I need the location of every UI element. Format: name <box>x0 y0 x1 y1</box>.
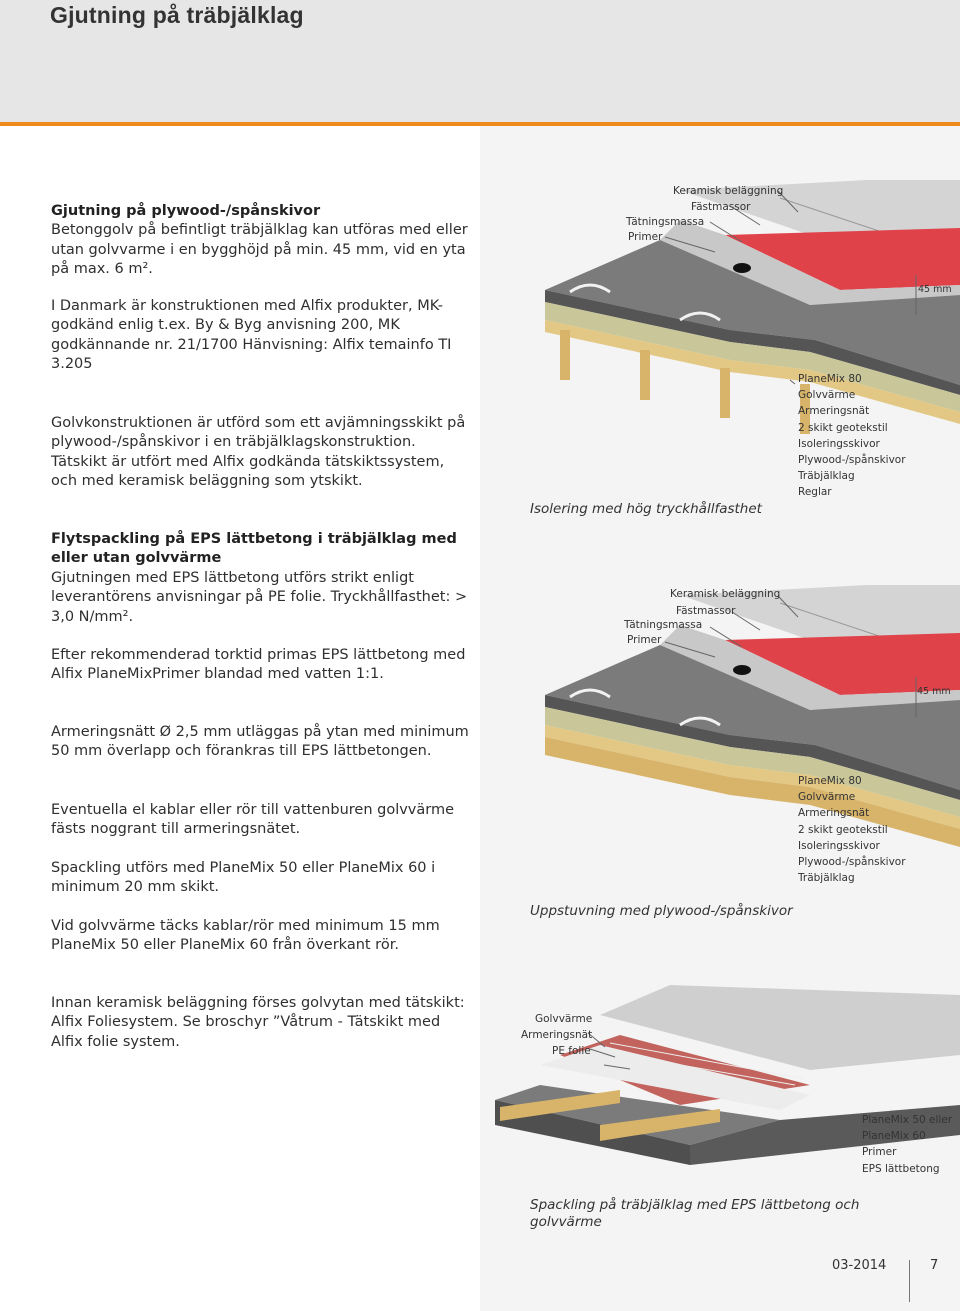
label-reglar: Reglar <box>798 486 832 499</box>
page-title: Gjutning på träbjälklag <box>50 2 304 28</box>
tile-layer <box>680 180 960 240</box>
section-cables: Eventuella el kablar eller rör till vatt… <box>51 801 471 840</box>
label-tatningsmassa: Tätningsmassa <box>626 216 705 228</box>
label-plywood: Plywood-/spånskivor <box>798 454 906 467</box>
label-golvvarme-2: Golvvärme <box>798 791 856 804</box>
insulation-layer <box>545 707 960 817</box>
fig1-side-labels: PlaneMix 80 Golvvärme Armeringsnät 2 ski… <box>798 371 906 501</box>
page-number: 7 <box>930 1258 939 1273</box>
section-primer-body: Efter rekommenderad torktid primas EPS l… <box>51 647 466 683</box>
fig3-caption: Spackling på träbjälklag med EPS lättbet… <box>530 1197 860 1230</box>
joist <box>500 1090 620 1121</box>
beam <box>640 350 650 400</box>
label-trabjalklag: Träbjälklag <box>798 470 855 483</box>
joist <box>600 1109 720 1141</box>
section-denmark-body: I Danmark är konstruktionen med Alfix pr… <box>51 298 452 373</box>
fig2-side-labels: PlaneMix 80 Golvvärme Armeringsnät 2 ski… <box>798 773 906 886</box>
primer-layer <box>725 228 960 290</box>
drain-hole <box>733 665 751 675</box>
label-pefolie: PE folie <box>552 1045 591 1057</box>
dimension-45mm-2: 45 mm <box>917 686 951 697</box>
label-tatningsmassa-2: Tätningsmassa <box>624 619 703 631</box>
label-armeringsnat-2: Armeringsnät <box>798 807 870 820</box>
beam <box>720 368 730 418</box>
section-reinforcement-body: Armeringsnätt Ø 2,5 mm utläggas på ytan … <box>51 724 469 760</box>
label-fastmassor-2: Fästmassor <box>676 605 736 617</box>
page-header: Gjutning på träbjälklag <box>0 0 960 122</box>
section-reinforcement: Armeringsnätt Ø 2,5 mm utläggas på ytan … <box>51 723 471 762</box>
screed-layer <box>545 645 960 790</box>
label-plywood-2: Plywood-/spånskivor <box>798 856 906 869</box>
label-trabjalklag-2: Träbjälklag <box>798 872 855 885</box>
dimension-45mm: 45 mm <box>918 284 952 295</box>
section-heating-cover: Vid golvvärme täcks kablar/rör med minim… <box>51 917 471 956</box>
joist-layer <box>545 737 960 847</box>
label-planemix80-2: PlaneMix 80 <box>798 775 862 787</box>
screed-layer <box>545 240 960 385</box>
floor-section-illustration-3 <box>495 985 960 1165</box>
plywood-layer <box>545 725 960 829</box>
accent-rule <box>0 122 960 126</box>
section-cables-body: Eventuella el kablar eller rör till vatt… <box>51 802 455 838</box>
label-armeringsnat: Armeringsnät <box>798 405 870 418</box>
beam <box>560 330 570 380</box>
fig3-side-labels: PlaneMix 50 eller PlaneMix 60 Primer EPS… <box>862 1112 952 1177</box>
section-plywood-body: Betonggolv på befintligt träbjälklag kan… <box>51 222 468 278</box>
footer-divider <box>909 1260 910 1302</box>
floor-section-illustration-1 <box>545 180 960 434</box>
label-armeringsnat-3: Armeringsnät <box>521 1029 593 1041</box>
section-spackling: Spackling utförs med PlaneMix 50 eller P… <box>51 859 471 898</box>
tile-layer <box>680 585 960 645</box>
plywood-layer <box>545 320 960 424</box>
label-geotekstil-2: 2 skikt geotekstil <box>798 823 888 836</box>
label-eps: EPS lättbetong <box>862 1162 940 1175</box>
label-planemix80: PlaneMix 80 <box>798 373 862 385</box>
section-plywood-title: Gjutning på plywood-/spånskivor <box>51 203 321 219</box>
label-isoleringsskivor-2: Isoleringsskivor <box>798 839 880 852</box>
label-keramisk: Keramisk beläggning <box>673 185 784 197</box>
section-primer: Efter rekommenderad torktid primas EPS l… <box>51 646 471 685</box>
section-construction: Golvkonstruktionen är utförd som ett avj… <box>51 414 471 492</box>
section-denmark: I Danmark är konstruktionen med Alfix pr… <box>51 297 471 375</box>
section-waterproofing-body: Innan keramisk beläggning förses golvyta… <box>51 995 465 1050</box>
label-primer-3: Primer <box>862 1146 897 1159</box>
label-golvvarme-3: Golvvärme <box>535 1013 593 1025</box>
drain-hole <box>733 263 751 273</box>
fig2-caption: Uppstuvning med plywood-/spånskivor <box>530 903 793 919</box>
section-spackling-body: Spackling utförs med PlaneMix 50 eller P… <box>51 860 436 896</box>
section-eps: Flytspackling på EPS lättbetong i träbjä… <box>51 530 471 627</box>
section-eps-title: Flytspackling på EPS lättbetong i träbjä… <box>51 531 457 567</box>
label-golvvarme: Golvvärme <box>798 389 856 402</box>
section-waterproofing: Innan keramisk beläggning förses golvyta… <box>51 994 471 1052</box>
section-construction-body: Golvkonstruktionen är utförd som ett avj… <box>51 415 466 490</box>
spackling-layer <box>600 985 960 1070</box>
floor-section-illustration-2 <box>545 585 960 847</box>
label-isoleringsskivor: Isoleringsskivor <box>798 437 880 450</box>
primer-layer <box>725 633 960 695</box>
section-plywood: Gjutning på plywood-/spånskivor Betonggo… <box>51 202 471 280</box>
fig1-caption: Isolering med hög tryckhållfasthet <box>530 501 762 517</box>
section-heating-cover-body: Vid golvvärme täcks kablar/rör med minim… <box>51 918 440 954</box>
beam <box>800 384 810 434</box>
label-planemix60: PlaneMix 60 <box>862 1130 926 1143</box>
label-geotekstil: 2 skikt geotekstil <box>798 421 888 434</box>
label-primer: Primer <box>628 231 663 243</box>
label-fastmassor: Fästmassor <box>691 201 751 213</box>
section-eps-body: Gjutningen med EPS lättbetong utförs str… <box>51 569 468 625</box>
insulation-layer <box>545 302 960 412</box>
label-keramisk-2: Keramisk beläggning <box>670 588 781 600</box>
label-primer-2: Primer <box>627 634 662 646</box>
footer-date: 03-2014 <box>832 1258 887 1273</box>
label-planemix50: PlaneMix 50 eller <box>862 1114 953 1126</box>
